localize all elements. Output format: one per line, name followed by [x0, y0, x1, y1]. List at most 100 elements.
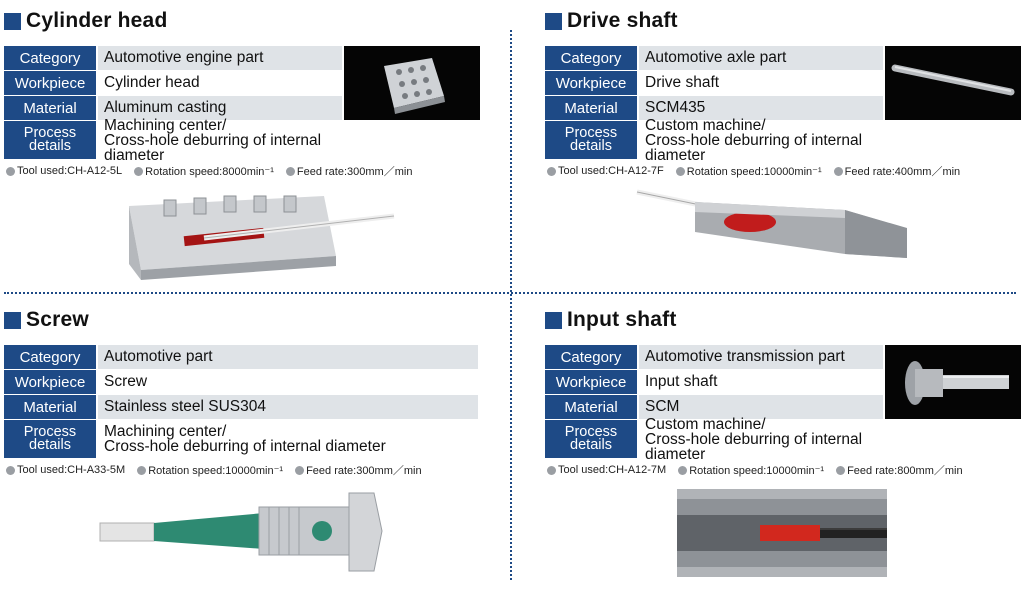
workpiece-value: Input shaft [639, 370, 883, 394]
workpiece-label: Workpiece [545, 71, 637, 95]
process-value: Custom machine/ Cross-hole deburring of … [639, 116, 883, 163]
workpiece-label: Workpiece [545, 370, 637, 394]
process-label-line1: Process [564, 424, 618, 440]
feed-rate: Feed rate:800mm／min [836, 462, 963, 478]
category-label: Category [545, 345, 637, 369]
category-label: Category [4, 46, 96, 70]
section-title-text: Screw [26, 308, 89, 331]
process-line1: Machining center/ [104, 423, 227, 440]
machining-conditions: Tool used:CH-A12-5L Rotation speed:8000m… [6, 163, 482, 179]
workpiece-label: Workpiece [4, 370, 96, 394]
feed-rate: Feed rate:400mm／min [833, 163, 960, 179]
section-drive-shaft: Drive shaft Category Automotive axle par… [545, 4, 1021, 294]
bullet-icon [285, 166, 295, 176]
section-title: Input shaft [545, 307, 677, 333]
material-value: SCM435 [639, 96, 883, 120]
bullet-icon [675, 166, 685, 176]
spec-row-material: Material SCM435 [545, 96, 883, 120]
category-label: Category [545, 46, 637, 70]
section-title: Drive shaft [545, 8, 678, 34]
process-label-line1: Process [564, 125, 618, 141]
spec-row-material: Material SCM [545, 395, 883, 419]
spec-row-category: Category Automotive transmission part [545, 345, 883, 369]
tool-used: Tool used:CH-A33-5M [6, 462, 125, 478]
spec-row-category: Category Automotive axle part [545, 46, 883, 70]
vertical-divider [510, 30, 512, 580]
workpiece-value: Screw [98, 370, 478, 394]
process-label: Process details [545, 420, 637, 458]
machining-illustration [545, 184, 1021, 292]
spec-table: Category Automotive transmission part Wo… [545, 345, 883, 462]
category-value: Automotive part [98, 345, 478, 369]
process-line2: Cross-hole deburring of internal diamete… [645, 131, 863, 164]
spec-row-category: Category Automotive engine part [4, 46, 342, 70]
tool-used: Tool used:CH-A12-5L [6, 163, 122, 179]
title-square-icon [4, 311, 21, 329]
section-screw: Screw Category Automotive part Workpiece… [4, 303, 482, 593]
process-line1: Custom machine/ [645, 415, 766, 433]
machining-conditions: Tool used:CH-A12-7F Rotation speed:10000… [547, 163, 1021, 179]
rotation-speed: Rotation speed:10000min⁻¹ [675, 163, 822, 179]
process-label-line1: Process [23, 424, 77, 440]
spec-table: Category Automotive axle part Workpiece … [545, 46, 883, 163]
bullet-icon [6, 166, 15, 176]
section-title: Cylinder head [4, 8, 167, 34]
category-value: Automotive engine part [98, 46, 342, 70]
spec-table: Category Automotive part Workpiece Screw… [4, 345, 478, 459]
spec-row-category: Category Automotive part [4, 345, 478, 369]
material-value: Aluminum casting [98, 96, 342, 120]
bullet-icon [833, 166, 843, 176]
process-label-line2: details [29, 138, 71, 154]
workpiece-value: Cylinder head [98, 71, 342, 95]
tool-used: Tool used:CH-A12-7F [547, 163, 664, 179]
machining-illustration [4, 483, 482, 591]
feed-rate: Feed rate:300mm／min [295, 462, 422, 478]
process-label-line1: Process [23, 125, 77, 141]
process-line2: Cross-hole deburring of internal diamete… [104, 438, 386, 455]
section-title: Screw [4, 307, 89, 333]
machining-conditions: Tool used:CH-A33-5M Rotation speed:10000… [6, 462, 482, 478]
rotation-speed: Rotation speed:10000min⁻¹ [678, 462, 824, 478]
spec-row-workpiece: Workpiece Input shaft [545, 370, 883, 394]
category-value: Automotive axle part [639, 46, 883, 70]
spec-row-material: Material Stainless steel SUS304 [4, 395, 478, 419]
process-line2: Cross-hole deburring of internal diamete… [104, 131, 322, 164]
process-label-line2: details [570, 138, 612, 154]
material-label: Material [4, 96, 96, 120]
spec-row-workpiece: Workpiece Screw [4, 370, 478, 394]
process-value: Custom machine/ Cross-hole deburring of … [639, 415, 883, 462]
title-square-icon [545, 12, 562, 30]
title-square-icon [4, 12, 21, 30]
bullet-icon [547, 166, 556, 176]
spec-row-process: Process details Custom machine/ Cross-ho… [545, 116, 883, 163]
process-line2: Cross-hole deburring of internal diamete… [645, 430, 863, 463]
process-label: Process details [4, 420, 96, 458]
bullet-icon [134, 166, 144, 176]
spec-row-process: Process details Machining center/ Cross-… [4, 117, 342, 163]
material-value: SCM [639, 395, 883, 419]
workpiece-photo [885, 46, 1021, 120]
category-value: Automotive transmission part [639, 345, 883, 369]
workpiece-photo [885, 345, 1021, 419]
spec-row-process: Process details Custom machine/ Cross-ho… [545, 415, 883, 462]
section-title-text: Drive shaft [567, 9, 678, 32]
section-title-text: Input shaft [567, 308, 677, 331]
workpiece-value: Drive shaft [639, 71, 883, 95]
bullet-icon [6, 465, 15, 475]
process-line1: Custom machine/ [645, 116, 766, 134]
process-label: Process details [545, 121, 637, 159]
process-label-line2: details [570, 437, 612, 453]
bullet-icon [836, 465, 846, 475]
rotation-speed: Rotation speed:8000min⁻¹ [134, 163, 274, 179]
spec-row-process: Process details Machining center/ Cross-… [4, 420, 478, 458]
material-label: Material [545, 395, 637, 419]
material-label: Material [545, 96, 637, 120]
feed-rate: Feed rate:300mm／min [285, 163, 412, 179]
process-label: Process details [4, 121, 96, 159]
bullet-icon [295, 465, 305, 475]
category-label: Category [4, 345, 96, 369]
process-value: Machining center/ Cross-hole deburring o… [98, 420, 478, 458]
machining-illustration [545, 483, 1021, 591]
spec-table: Category Automotive engine part Workpiec… [4, 46, 342, 163]
workpiece-photo [344, 46, 480, 120]
